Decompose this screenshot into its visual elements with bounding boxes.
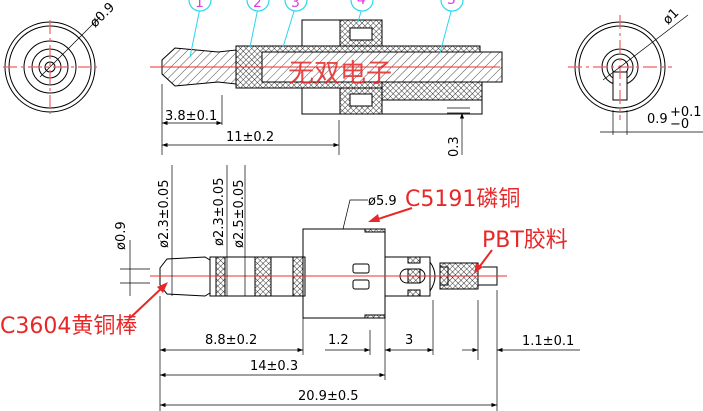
dia-1: ø2.3±0.05 <box>157 180 172 248</box>
dim-1-1: 1.1±0.1 <box>522 334 574 349</box>
dia-3: ø2.5±0.05 <box>232 180 247 248</box>
front-view-left: ø0.9 <box>3 0 118 114</box>
material-insulator: PBT胶料 <box>482 228 568 253</box>
right-diameter-label: ø1 <box>660 6 682 28</box>
section-view: 无双电子 <box>150 19 503 115</box>
callout-5: 5 <box>447 0 456 8</box>
dia-2: ø2.3±0.05 <box>212 178 227 246</box>
callout-3: 3 <box>291 0 300 11</box>
callout-2: 2 <box>253 0 262 11</box>
callout-4: 4 <box>357 0 366 8</box>
dim-14: 14±0.3 <box>250 359 298 374</box>
section-dimensions: 3.8±0.1 11±0.2 0.3 <box>161 84 470 157</box>
callouts: 1 2 3 4 5 <box>188 0 464 58</box>
dim-8-8: 8.8±0.2 <box>205 333 257 348</box>
side-view <box>150 228 507 319</box>
dim-gap: 0.3 <box>447 136 462 157</box>
dim-section-length: 11±0.2 <box>226 130 274 145</box>
front-view-right: ø1 0.9 +0.1 −0 <box>568 6 703 135</box>
material-body: C5191磷铜 <box>405 187 520 212</box>
dim-tip-length: 3.8±0.1 <box>165 109 217 124</box>
right-tol-minus: −0 <box>670 117 689 132</box>
dim-1-2: 1.2 <box>328 333 349 348</box>
right-tol-plus: +0.1 <box>670 105 702 120</box>
dia-body: ø5.9 <box>368 194 397 209</box>
dim-total: 20.9±0.5 <box>298 389 359 404</box>
material-annotations: C5191磷铜 PBT胶料 C3604黄铜棒 <box>0 187 568 339</box>
dia-tip: ø0.9 <box>114 221 129 250</box>
material-pin: C3604黄铜棒 <box>0 314 137 339</box>
watermark: 无双电子 <box>288 59 392 89</box>
dim-3: 3 <box>405 333 413 348</box>
right-width-label: 0.9 <box>647 112 668 127</box>
callout-1: 1 <box>195 0 204 11</box>
left-diameter-label: ø0.9 <box>87 0 118 31</box>
side-dimensions: ø0.9 ø2.3±0.05 ø2.3±0.05 ø2.5±0.05 ø5.9 … <box>114 165 580 411</box>
